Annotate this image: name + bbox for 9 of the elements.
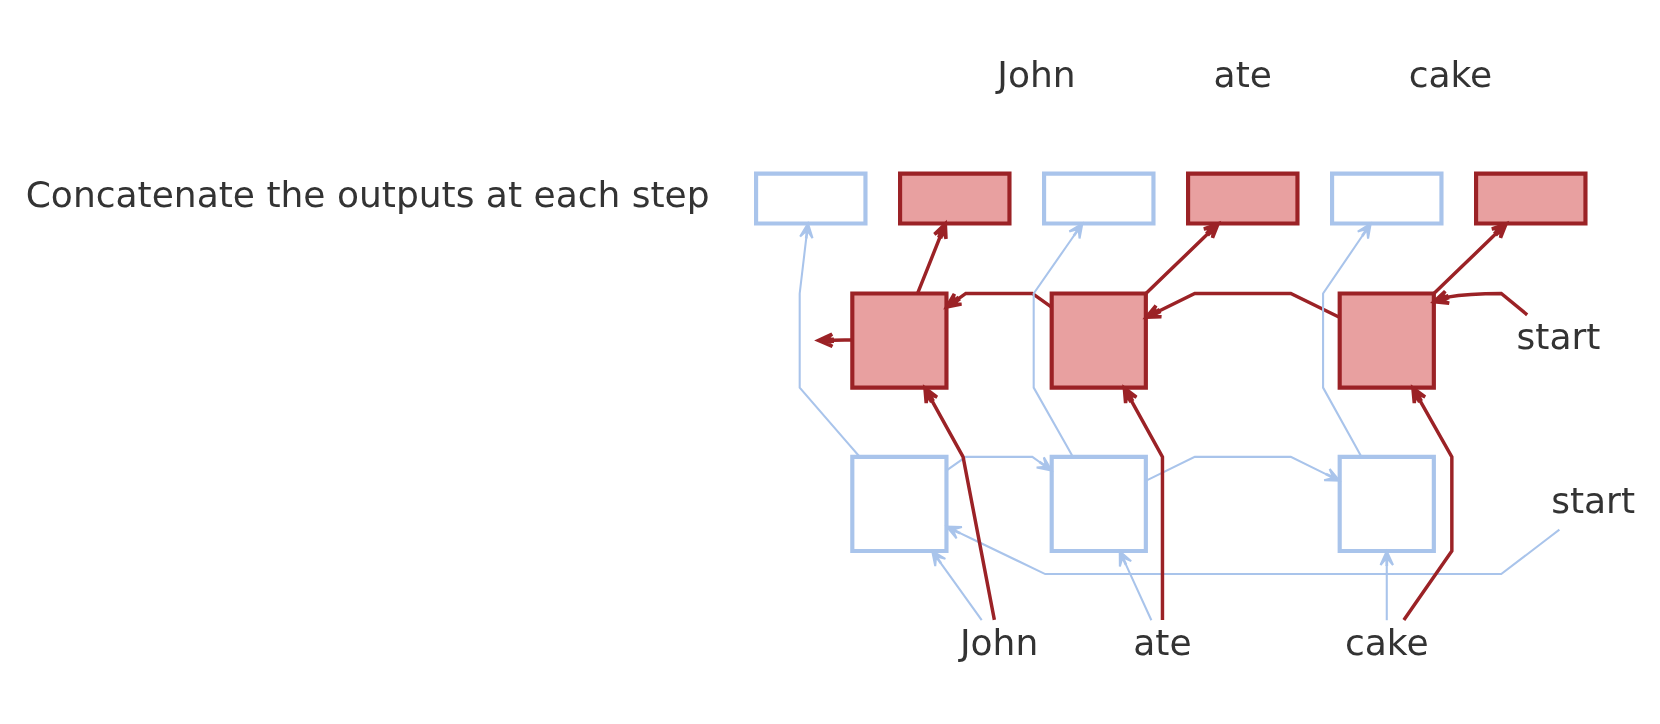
label: cake	[1408, 53, 1492, 95]
label: ate	[1213, 53, 1272, 95]
node-text: start	[1550, 479, 1635, 521]
node-text: John	[959, 621, 1038, 663]
label: John	[996, 53, 1076, 95]
node-text: start	[1516, 316, 1600, 358]
label: Concatenate the outputs at each step	[25, 174, 710, 216]
node-text: cake	[1344, 621, 1429, 663]
node-text: ate	[1132, 621, 1192, 663]
